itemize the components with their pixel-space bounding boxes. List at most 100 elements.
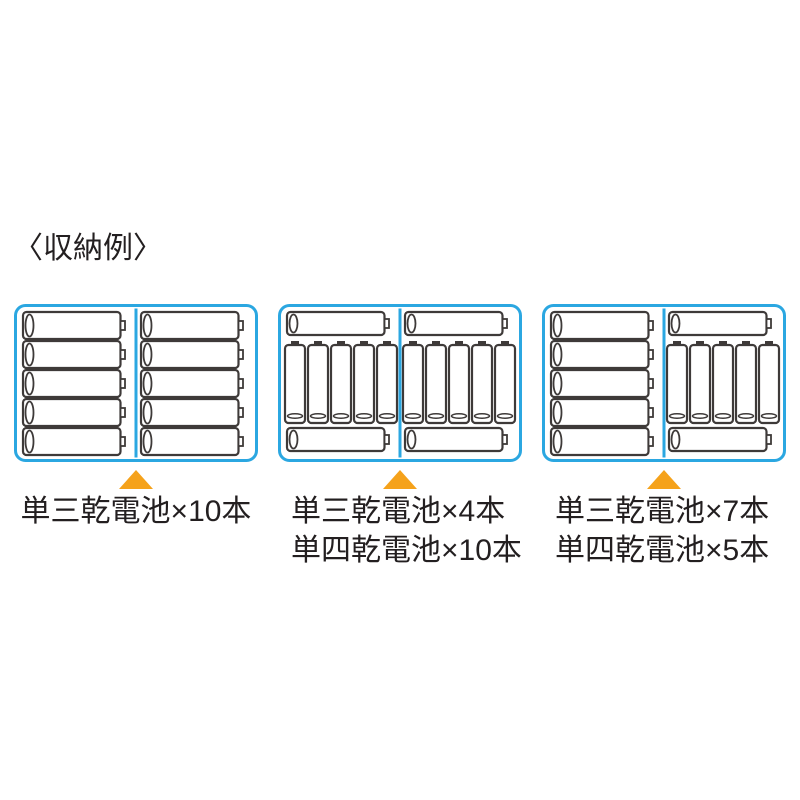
battery-negative-end [552,342,563,367]
battery-negative-end [406,429,417,450]
case-label-line: 単四乾電池×5本 [555,534,770,567]
aaa-battery [470,341,494,425]
aa-battery [549,368,654,399]
battery-negative-end [737,413,755,419]
case-aa10-label: 単三乾電池×10本 [14,492,258,531]
aaa-battery [401,341,425,425]
battery-negative-end [24,371,35,396]
battery-negative-end [142,342,153,367]
aa-battery [139,368,244,399]
aaa-battery [329,341,353,425]
battery-negative-end [288,313,299,334]
battery-positive-nub [647,407,654,418]
battery-positive-nub [119,407,126,418]
battery-negative-end [552,429,563,454]
battery-negative-end [714,413,732,419]
battery-negative-end [760,413,778,419]
aaa-battery [493,341,517,425]
battery-positive-nub [742,341,750,346]
aa-battery [21,339,126,370]
case-aa7-aaa5-diagram [542,304,786,462]
aa-battery [285,310,390,337]
aa-battery [549,339,654,370]
battery-positive-nub [237,378,244,389]
aaa-battery [306,341,330,425]
case-label-line: 単三乾電池×7本 [555,495,770,528]
aa-battery [139,310,244,341]
case-aa4-aaa10-diagram [278,304,522,462]
case-label-line: 単三乾電池×10本 [20,495,252,528]
aa-battery [21,397,126,428]
battery-positive-nub [765,341,773,346]
battery-negative-end [24,313,35,338]
aa-battery [549,310,654,341]
battery-positive-nub [119,320,126,331]
battery-positive-nub [337,341,345,346]
battery-negative-end [552,371,563,396]
battery-negative-end [288,429,299,450]
battery-negative-end [406,313,417,334]
aa-battery [667,426,772,453]
pointer-triangle-icon [119,470,153,489]
battery-positive-nub [291,341,299,346]
battery-positive-nub [409,341,417,346]
aa-battery [403,310,508,337]
battery-negative-end [668,413,686,419]
aaa-battery [711,341,735,425]
aaa-battery [424,341,448,425]
battery-positive-nub [237,349,244,360]
battery-negative-end [670,313,681,334]
battery-negative-end [378,413,396,419]
aa-battery [21,368,126,399]
aa-battery [285,426,390,453]
battery-negative-end [309,413,327,419]
battery-positive-nub [765,434,772,445]
aa-battery [21,426,126,457]
aaa-battery [283,341,307,425]
aaa-battery [665,341,689,425]
battery-positive-nub [501,341,509,346]
battery-positive-nub [119,436,126,447]
battery-positive-nub [647,320,654,331]
battery-negative-end [670,429,681,450]
battery-negative-end [552,400,563,425]
aaa-battery [757,341,781,425]
battery-negative-end [496,413,514,419]
aa-battery [549,426,654,457]
battery-negative-end [552,313,563,338]
battery-positive-nub [237,407,244,418]
battery-positive-nub [314,341,322,346]
battery-negative-end [332,413,350,419]
aa-battery [139,426,244,457]
aa-battery [667,310,772,337]
aa-battery [21,310,126,341]
battery-positive-nub [119,378,126,389]
aaa-battery [688,341,712,425]
battery-negative-end [24,342,35,367]
battery-negative-end [691,413,709,419]
case-label-line: 単四乾電池×10本 [291,534,522,567]
battery-positive-nub [432,341,440,346]
battery-positive-nub [647,349,654,360]
case-aa10-diagram [14,304,258,462]
battery-positive-nub [647,436,654,447]
pointer-triangle-icon [383,470,417,489]
battery-positive-nub [383,341,391,346]
aaa-battery [447,341,471,425]
battery-negative-end [355,413,373,419]
battery-negative-end [142,429,153,454]
storage-example-heading: 〈収納例〉 [13,232,163,265]
battery-negative-end [473,413,491,419]
case-aa4-aaa10-label: 単三乾電池×4本単四乾電池×10本 [291,492,522,570]
pointer-triangle-icon [647,470,681,489]
battery-negative-end [142,400,153,425]
battery-positive-nub [696,341,704,346]
battery-positive-nub [719,341,727,346]
battery-positive-nub [455,341,463,346]
case-aa7-aaa5-label: 単三乾電池×7本単四乾電池×5本 [555,492,769,570]
aa-battery [403,426,508,453]
battery-positive-nub [501,318,508,329]
aa-battery [139,397,244,428]
battery-positive-nub [237,320,244,331]
